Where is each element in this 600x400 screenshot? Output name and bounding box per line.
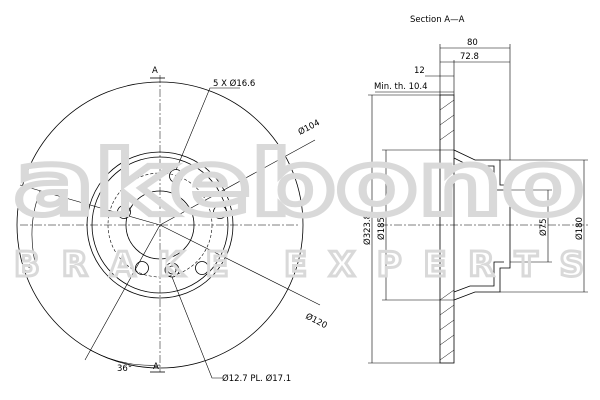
hub-label: Ø120 <box>304 311 329 331</box>
dim-12: 12 <box>414 66 425 76</box>
angle-label-72: 72° <box>23 259 33 274</box>
dim-180: Ø180 <box>574 217 585 240</box>
hat-lower-profile <box>453 252 511 301</box>
bolt-holes <box>117 169 227 275</box>
dim-80: 80 <box>467 38 478 48</box>
bolt-pcd-circle <box>107 172 213 278</box>
pcd-leader <box>159 139 316 226</box>
hat-outer-circle <box>86 151 234 299</box>
bolt-callout: 5 X Ø16.6 <box>213 78 255 89</box>
bolt-hole <box>135 261 149 275</box>
section-mark-top: A <box>152 66 158 76</box>
dim-75: Ø75 <box>538 218 549 236</box>
section-mark-bottom: A <box>153 362 159 372</box>
hat-upper-inner <box>453 157 504 191</box>
hat-lower-inner <box>453 261 504 293</box>
angle-arc-36 <box>89 349 161 366</box>
section-title: Section A—A <box>410 15 465 25</box>
watermark-logo: akebono <box>14 132 584 235</box>
center-bore-circle <box>125 190 195 260</box>
section-view: Section A—A 80 7 <box>362 15 590 364</box>
hat-upper-profile <box>453 149 511 200</box>
bolt-hole <box>195 261 209 275</box>
bolt-hole <box>117 205 131 219</box>
friction-ring <box>439 94 455 364</box>
angle-ray-2 <box>84 224 161 361</box>
angle-ray-1 <box>19 184 161 226</box>
bolt-callout-leader <box>175 87 240 171</box>
dim-185: Ø185 <box>376 217 387 240</box>
hole-callout-leader <box>171 276 222 379</box>
hat-inner-circle <box>91 156 229 294</box>
watermark-tagline: BRAKE EXPERTS <box>14 245 584 285</box>
disc-outer-circle <box>16 81 304 369</box>
dim-323-8: Ø323.8 <box>362 214 373 245</box>
locating-hole-inner <box>167 265 177 275</box>
angle-label: 36° <box>117 364 132 374</box>
dim-72-8: 72.8 <box>460 52 479 62</box>
ring-hatching <box>439 99 455 361</box>
angle-arc-72 <box>31 190 41 263</box>
hub-leader <box>159 224 321 306</box>
hole-callout: Ø12.7 PL. Ø17.1 <box>222 373 291 384</box>
bolt-hole <box>213 205 227 219</box>
dim-min-th: Min. th. 10.4 <box>374 82 428 92</box>
